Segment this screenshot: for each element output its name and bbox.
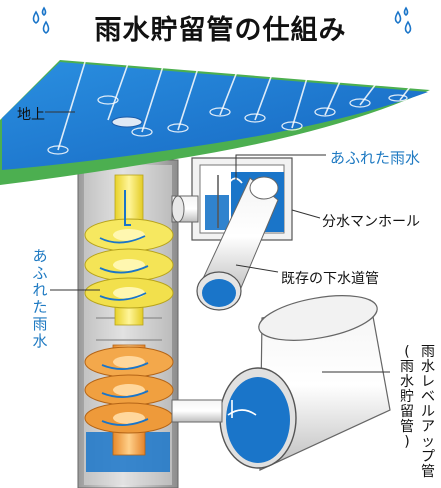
storage-pipe-label: 雨水レベルアップ管 — [421, 344, 435, 480]
raindrop-icon — [394, 6, 412, 34]
existing-sewer-pipe — [196, 176, 279, 311]
lower-spiral — [84, 344, 174, 456]
rain-storage-pipe — [171, 295, 391, 471]
upper-spiral — [84, 174, 174, 326]
manhole-label: 分水マンホール — [322, 214, 420, 230]
leader-lines — [45, 111, 390, 373]
storage-pipe-note: (雨水貯留管) — [400, 344, 414, 450]
diagram-title: 雨水貯留管の仕組み — [94, 15, 347, 46]
ground-label: 地上 — [17, 107, 45, 123]
existing-sewer-label: 既存の下水道管 — [281, 271, 379, 287]
ground-surface — [0, 57, 430, 185]
overflow-rain-label-left: あふれた雨水 — [32, 247, 48, 350]
raindrop-icon — [32, 6, 50, 34]
connector-pipe — [171, 195, 199, 223]
overflow-rain-label-top: あふれた雨水 — [330, 149, 421, 167]
